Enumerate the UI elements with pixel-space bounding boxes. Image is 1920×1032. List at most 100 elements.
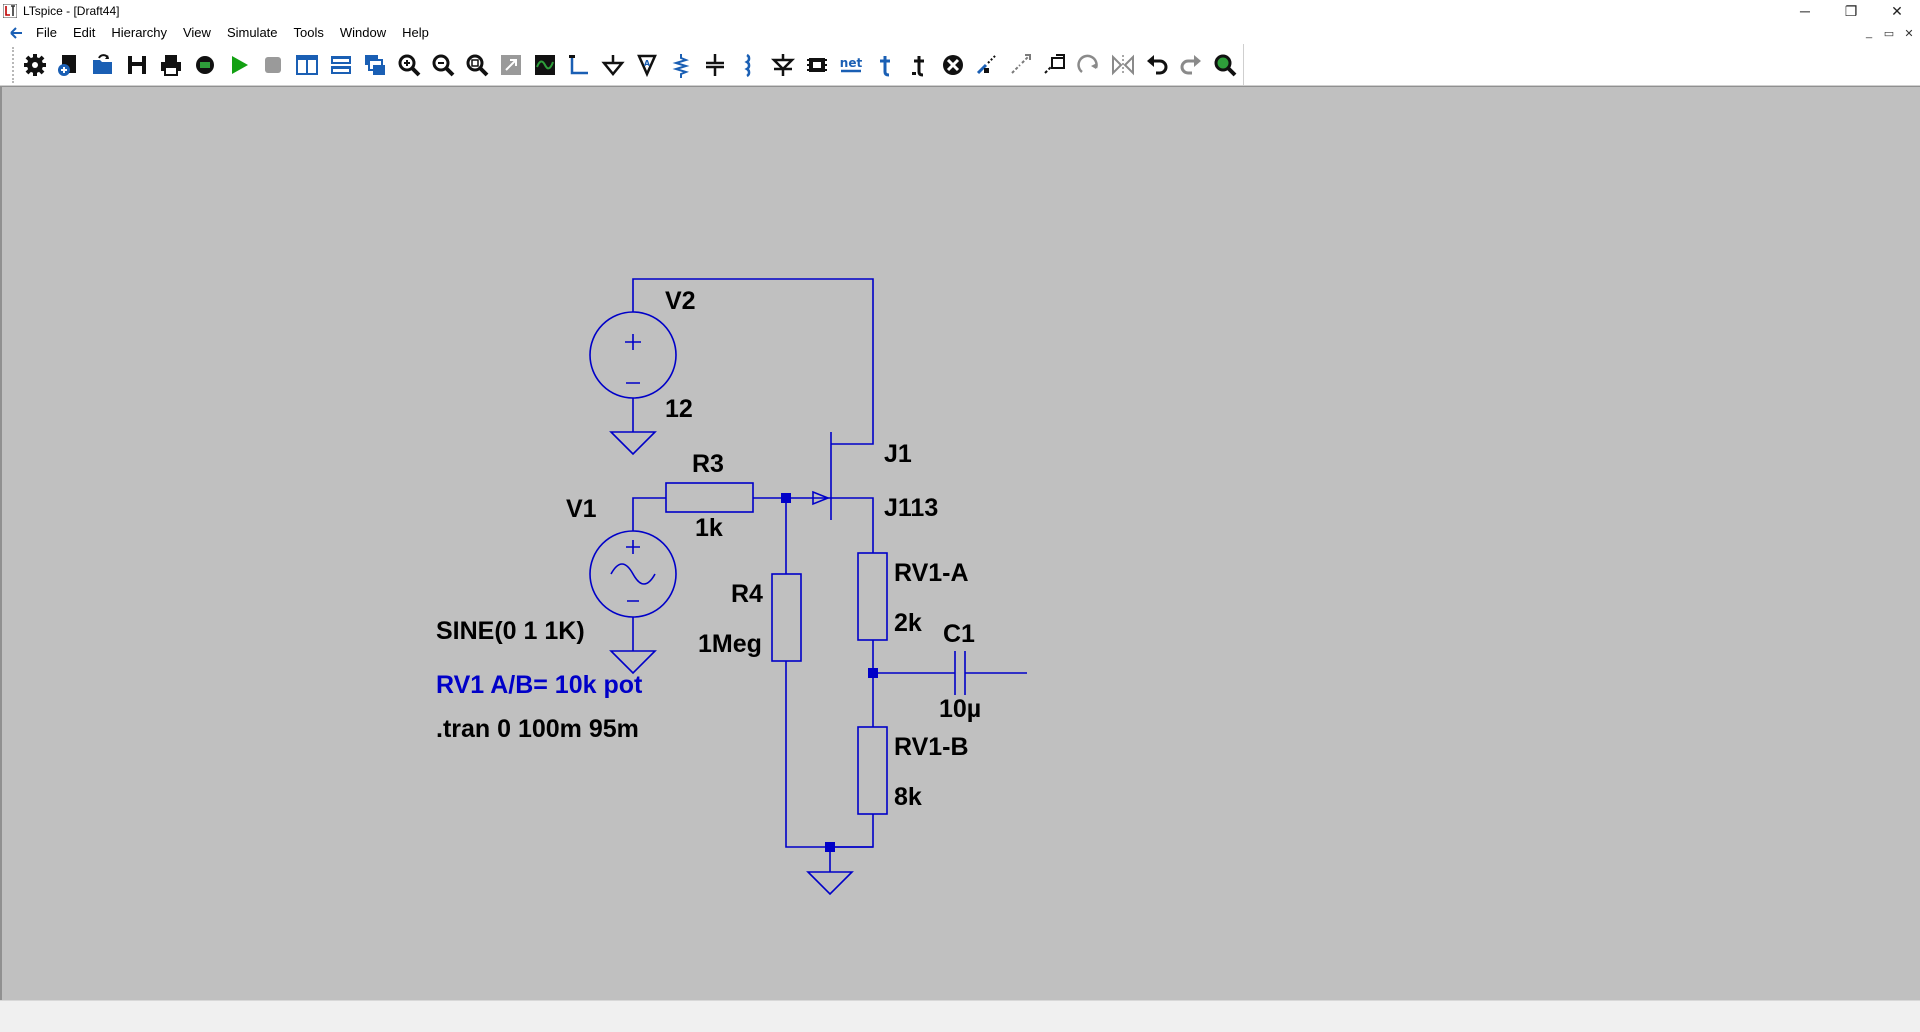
- menu-tools[interactable]: Tools: [293, 25, 324, 40]
- comment-text[interactable]: RV1 A/B= 10k pot: [436, 671, 643, 699]
- rotate-icon: [1077, 54, 1098, 73]
- doc-close-button[interactable]: ✕: [1904, 27, 1914, 40]
- move-button[interactable]: [1004, 48, 1038, 82]
- new-schematic-button[interactable]: [52, 48, 86, 82]
- cascade-button[interactable]: [358, 48, 392, 82]
- schematic-doc-icon[interactable]: [8, 25, 24, 41]
- place-label-button[interactable]: A: [630, 48, 664, 82]
- zoom-in-button[interactable]: [392, 48, 426, 82]
- rv1a-resistor[interactable]: [857, 552, 888, 641]
- open-button[interactable]: [86, 48, 120, 82]
- tran-directive[interactable]: .tran 0 100m 95m: [436, 715, 639, 743]
- r3-resistor[interactable]: [665, 482, 754, 513]
- save-button[interactable]: [120, 48, 154, 82]
- doc-restore-button[interactable]: ▭: [1883, 27, 1895, 40]
- zoom-out-button[interactable]: [426, 48, 460, 82]
- draw-wire-button[interactable]: [562, 48, 596, 82]
- v2-voltage-source[interactable]: [589, 311, 677, 399]
- net-icon-text: net: [840, 56, 863, 70]
- menu-edit[interactable]: Edit: [72, 25, 96, 40]
- halt-button[interactable]: [256, 48, 290, 82]
- component-gear-icon: [196, 56, 214, 74]
- wire-r4-to-ground[interactable]: [785, 661, 873, 848]
- duplicate-button[interactable]: [970, 48, 1004, 82]
- mirror-icon: [1112, 54, 1134, 76]
- delete-button[interactable]: [936, 48, 970, 82]
- j1-jfet[interactable]: [786, 432, 874, 553]
- junction-gate: [781, 493, 791, 503]
- run-button[interactable]: [222, 48, 256, 82]
- main-ground-symbol[interactable]: [806, 871, 854, 896]
- menu-view[interactable]: View: [182, 25, 211, 40]
- wire-rv1b-to-ground[interactable]: [829, 814, 874, 872]
- rotate-button[interactable]: [1072, 48, 1106, 82]
- place-component-button[interactable]: [800, 48, 834, 82]
- mirror-button[interactable]: [1106, 48, 1140, 82]
- v1-name-label[interactable]: V1: [566, 495, 597, 523]
- j1-name-label[interactable]: J1: [884, 440, 912, 468]
- place-resistor-button[interactable]: [664, 48, 698, 82]
- wire-v1-to-r3[interactable]: [632, 497, 666, 531]
- place-ground-button[interactable]: [596, 48, 630, 82]
- rv1b-value-label[interactable]: 8k: [894, 783, 922, 811]
- r3-name-label[interactable]: R3: [692, 450, 724, 478]
- place-capacitor-button[interactable]: [698, 48, 732, 82]
- paste-button[interactable]: [1038, 48, 1072, 82]
- undo-icon: [1147, 55, 1168, 75]
- v2-ground-symbol[interactable]: [609, 431, 657, 456]
- v1-sine-source[interactable]: [589, 530, 677, 618]
- print-preview-button[interactable]: [188, 48, 222, 82]
- menu-simulate[interactable]: Simulate: [226, 25, 278, 40]
- control-panel-button[interactable]: [18, 48, 52, 82]
- c1-capacitor[interactable]: [954, 651, 966, 695]
- rv1a-name-label[interactable]: RV1-A: [894, 559, 969, 587]
- r4-name-label[interactable]: R4: [731, 580, 763, 608]
- v2-name-label[interactable]: V2: [665, 287, 696, 315]
- place-text-button[interactable]: [868, 48, 902, 82]
- r3-value-label[interactable]: 1k: [695, 514, 723, 542]
- undo-button[interactable]: [1140, 48, 1174, 82]
- menu-file[interactable]: File: [36, 25, 57, 40]
- minimize-button[interactable]: ─: [1800, 3, 1810, 19]
- place-inductor-button[interactable]: [732, 48, 766, 82]
- menu-window[interactable]: Window: [339, 25, 387, 40]
- rv1b-resistor[interactable]: [857, 726, 888, 815]
- print-button[interactable]: [154, 48, 188, 82]
- r4-value-label[interactable]: 1Meg: [698, 630, 762, 658]
- r4-resistor[interactable]: [771, 573, 802, 662]
- v1-source-label[interactable]: SINE(0 1 1K): [436, 617, 585, 645]
- doc-minimize-button[interactable]: _: [1865, 27, 1873, 39]
- find-button[interactable]: [1208, 48, 1242, 82]
- redo-button[interactable]: [1174, 48, 1208, 82]
- v1-ground-symbol[interactable]: [609, 650, 657, 675]
- resistor-icon: [672, 54, 690, 78]
- maximize-button[interactable]: ❐: [1844, 2, 1858, 19]
- spice-directive-button[interactable]: [902, 48, 936, 82]
- rv1b-name-label[interactable]: RV1-B: [894, 733, 969, 761]
- j1-model-label[interactable]: J113: [884, 494, 938, 522]
- schematic-canvas[interactable]: V2 12 J1 J113 R3 1k V1 SINE(0 1 1K) R4 1…: [0, 86, 1920, 1000]
- new-schematic-icon: [58, 55, 76, 76]
- v2-value-label[interactable]: 12: [665, 395, 693, 423]
- zoom-fit-button[interactable]: [460, 48, 494, 82]
- duplicate-icon: [976, 54, 997, 75]
- print-icon: [161, 55, 181, 76]
- c1-name-label[interactable]: C1: [943, 620, 975, 648]
- drag-icon: [1044, 54, 1065, 74]
- close-button[interactable]: ✕: [1891, 2, 1903, 19]
- zoom-back-button[interactable]: [494, 48, 528, 82]
- junction-output: [868, 668, 878, 678]
- menu-hierarchy[interactable]: Hierarchy: [111, 25, 167, 40]
- spice-net-button[interactable]: net: [834, 48, 868, 82]
- status-bar: [0, 1000, 1920, 1032]
- tile-vertical-button[interactable]: [290, 48, 324, 82]
- c1-value-label[interactable]: 10µ: [939, 695, 981, 723]
- tile-horizontal-button[interactable]: [324, 48, 358, 82]
- rv1a-value-label[interactable]: 2k: [894, 609, 922, 637]
- autorange-button[interactable]: [528, 48, 562, 82]
- menu-help[interactable]: Help: [402, 25, 429, 40]
- place-diode-button[interactable]: [766, 48, 800, 82]
- save-icon: [128, 56, 146, 74]
- wire-v2-to-drain[interactable]: [632, 278, 874, 445]
- cascade-icon: [365, 55, 385, 75]
